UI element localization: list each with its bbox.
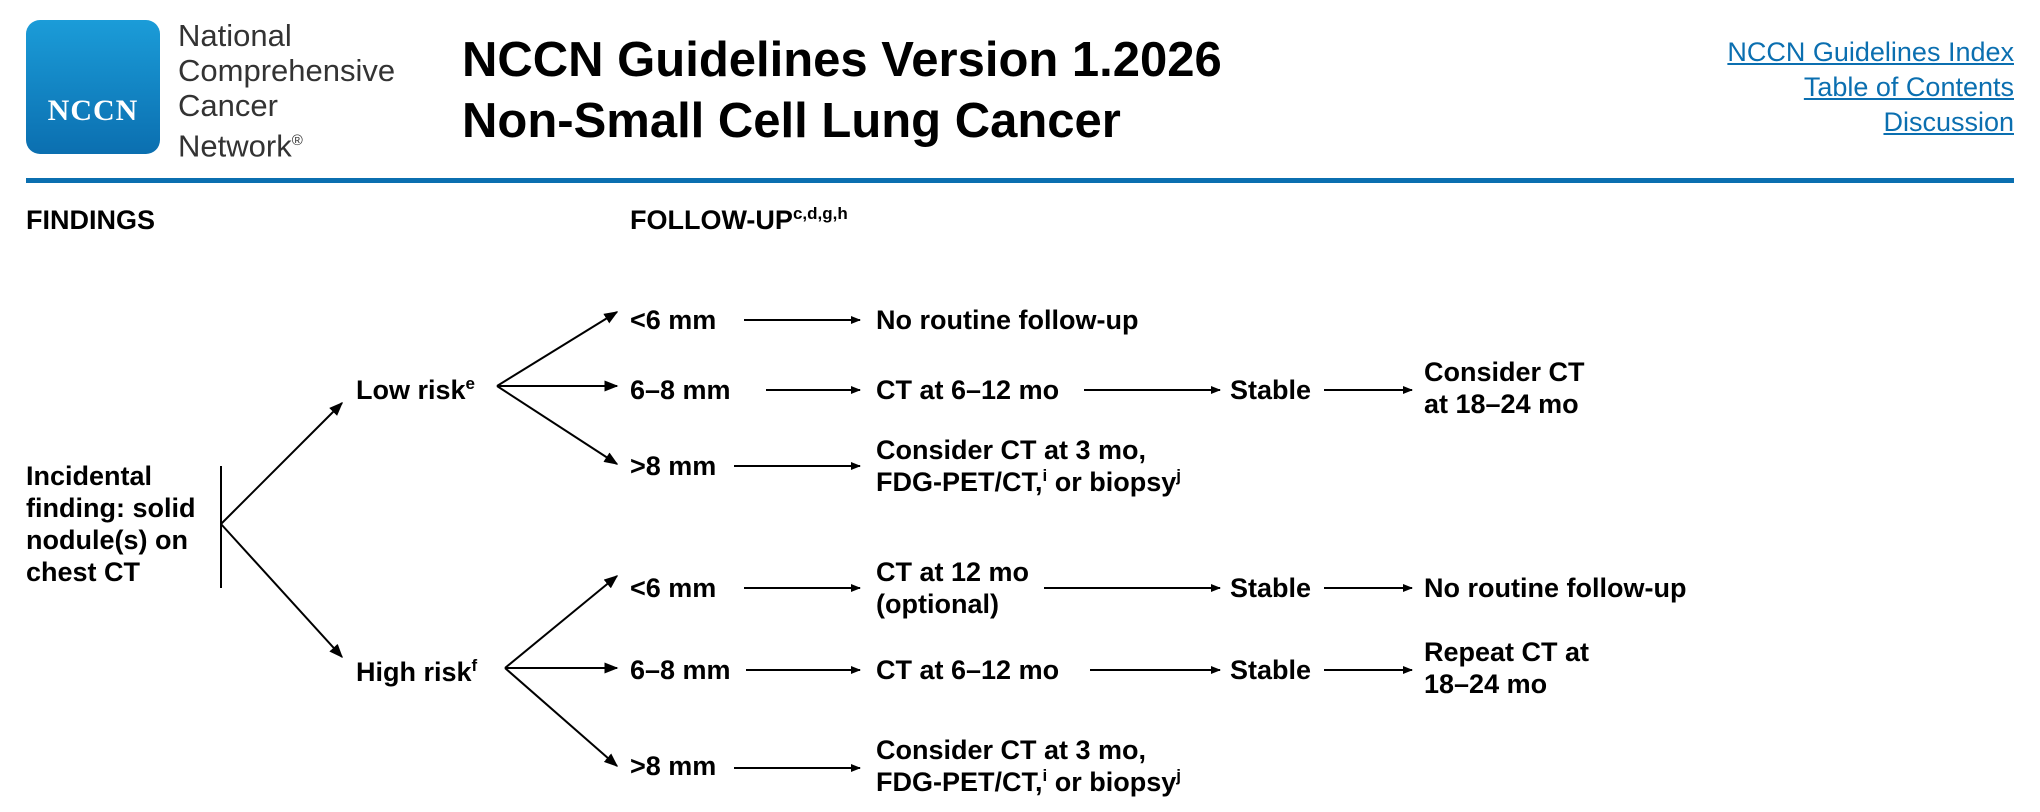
high-lt6-action-line: (optional) <box>876 589 999 619</box>
nccn-logo: NCCN <box>26 20 160 154</box>
low-risk-ref: e <box>465 374 475 393</box>
arrow-high-lt6 <box>504 575 619 669</box>
organization-name: National Comprehensive Cancer Network® <box>178 18 395 163</box>
high-6-8-action: CT at 6–12 mo <box>876 655 1060 685</box>
low-gt8-text: or biopsy <box>1047 467 1177 497</box>
high-risk-text: High risk <box>356 657 472 687</box>
low-gt8-action-line: FDG-PET/CT,i or biopsyj <box>876 466 1181 498</box>
footnote-ref-j: j <box>1176 466 1181 485</box>
org-name-line: Cancer <box>178 88 278 123</box>
footnote-ref-i: i <box>1042 466 1048 485</box>
high-gt8-action-line: Consider CT at 3 mo, <box>876 735 1147 765</box>
high-lt6-result: Stable <box>1230 573 1312 603</box>
followup-footnote-refs: c,d,g,h <box>792 204 848 223</box>
followup-heading: FOLLOW-UPc,d,g,h <box>630 205 848 236</box>
high-risk-label: High riskf <box>356 656 477 688</box>
high-gt8-action: Consider CT at 3 mo, FDG-PET/CT,i or bio… <box>876 734 1181 798</box>
low-lt6-action: No routine follow-up <box>876 305 1139 335</box>
low-risk-text: Low risk <box>356 375 466 405</box>
footnote-ref-i: i <box>1042 766 1048 785</box>
low-gt8-text: FDG-PET/CT, <box>876 467 1043 497</box>
followup-heading-text: FOLLOW-UP <box>630 205 793 235</box>
low-6-8-action: CT at 6–12 mo <box>876 375 1060 405</box>
high-6-8-next-line: 18–24 mo <box>1424 669 1548 699</box>
low-6-8-next-line: at 18–24 mo <box>1424 389 1579 419</box>
org-name-network: Network <box>178 128 292 164</box>
footnote-ref-j: j <box>1176 766 1181 785</box>
title-version: NCCN Guidelines Version 1.2026 <box>462 33 1222 87</box>
low-6-8-size: 6–8 mm <box>630 375 731 405</box>
title-disease: Non-Small Cell Lung Cancer <box>462 94 1121 148</box>
low-lt6-size: <6 mm <box>630 305 717 335</box>
org-name-line: Network® <box>178 123 395 163</box>
low-risk-label: Low riske <box>356 374 475 406</box>
page-title: NCCN Guidelines Version 1.2026 Non-Small… <box>462 30 1222 152</box>
high-lt6-next: No routine follow-up <box>1424 573 1687 603</box>
finding-line: chest CT <box>26 557 141 587</box>
table-of-contents-link[interactable]: Table of Contents <box>1803 72 2014 102</box>
logo-text: NCCN <box>47 94 139 127</box>
low-6-8-next: Consider CT at 18–24 mo <box>1424 356 1585 420</box>
low-6-8-result: Stable <box>1230 375 1312 405</box>
low-gt8-action: Consider CT at 3 mo, FDG-PET/CT,i or bio… <box>876 434 1181 498</box>
high-lt6-action: CT at 12 mo (optional) <box>876 556 1029 620</box>
high-6-8-result: Stable <box>1230 655 1312 685</box>
high-gt8-size: >8 mm <box>630 751 717 781</box>
arrow-low-lt6 <box>496 311 619 387</box>
high-gt8-action-line: FDG-PET/CT,i or biopsyj <box>876 766 1181 798</box>
high-6-8-size: 6–8 mm <box>630 655 731 685</box>
findings-heading: FINDINGS <box>26 205 156 235</box>
high-gt8-text: FDG-PET/CT, <box>876 767 1043 797</box>
low-gt8-size: >8 mm <box>630 451 717 481</box>
low-6-8-next-line: Consider CT <box>1424 357 1585 387</box>
header-divider <box>26 178 2014 183</box>
high-6-8-next: Repeat CT at 18–24 mo <box>1424 636 1589 700</box>
arrow-high-gt8 <box>504 667 619 767</box>
high-risk-ref: f <box>471 656 478 675</box>
org-name-line: National <box>178 18 292 53</box>
guidelines-index-link[interactable]: NCCN Guidelines Index <box>1727 37 2014 67</box>
high-lt6-size: <6 mm <box>630 573 717 603</box>
arrow-low-gt8 <box>496 385 619 465</box>
high-gt8-text: or biopsy <box>1047 767 1177 797</box>
discussion-link[interactable]: Discussion <box>1883 107 2014 137</box>
finding-label: Incidental finding: solid nodule(s) on c… <box>26 460 195 588</box>
org-name-line: Comprehensive <box>178 53 396 88</box>
registered-mark: ® <box>291 132 303 149</box>
arrow-to-low-risk <box>220 402 343 525</box>
low-gt8-action-line: Consider CT at 3 mo, <box>876 435 1147 465</box>
high-lt6-action-line: CT at 12 mo <box>876 557 1030 587</box>
arrow-to-high-risk <box>220 523 343 659</box>
finding-line: nodule(s) on <box>26 525 188 555</box>
finding-line: finding: solid <box>26 493 196 523</box>
high-6-8-next-line: Repeat CT at <box>1424 637 1590 667</box>
finding-line: Incidental <box>26 461 153 491</box>
